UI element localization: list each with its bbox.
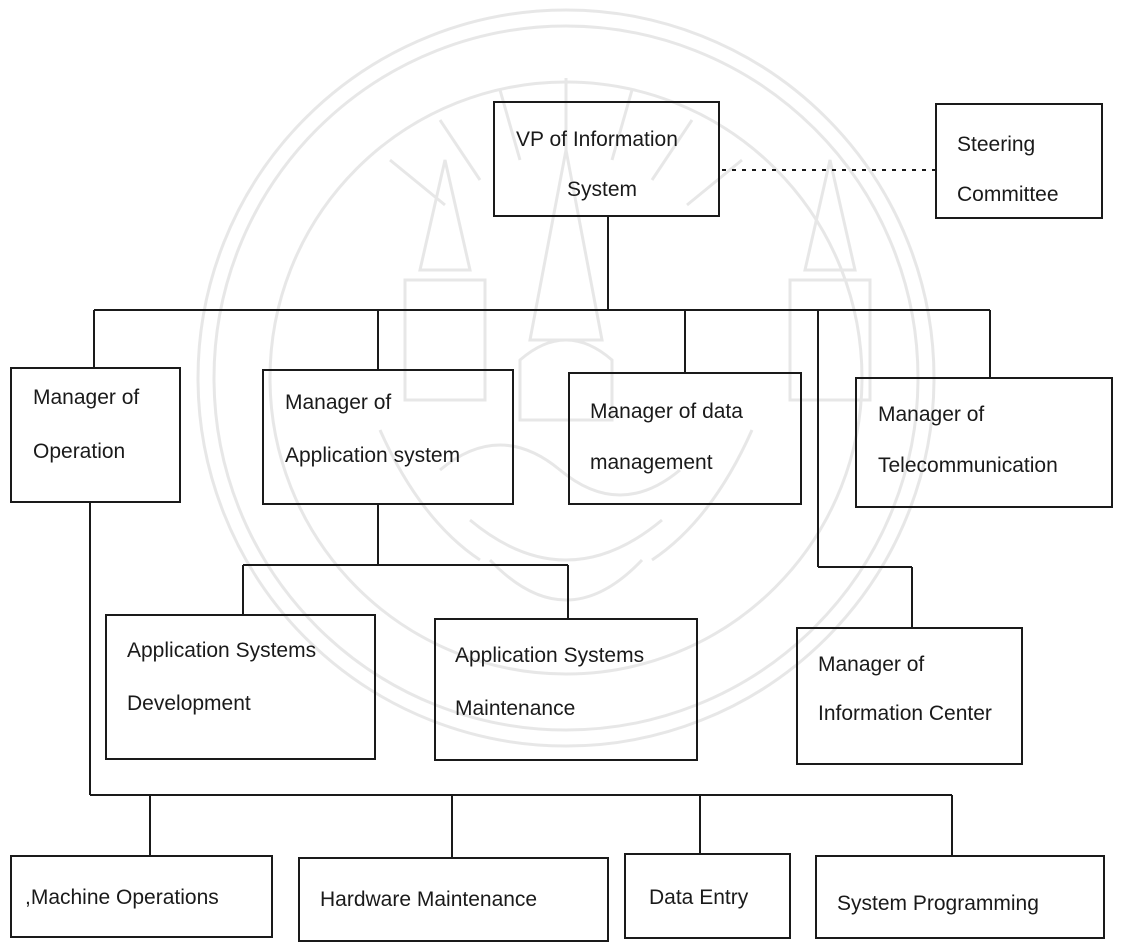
hw-maint-box (298, 857, 609, 942)
info-center-box (796, 627, 1023, 765)
application-box (262, 369, 514, 505)
app-dev-label-line1: Application Systems (127, 639, 317, 662)
telecom-label-line2: Telecommunication (878, 454, 1058, 477)
application-label-line1: Manager of (285, 391, 392, 414)
data-mgmt-label-line2: management (590, 451, 713, 474)
hw-maint-label: Hardware Maintenance (320, 888, 538, 911)
machine-ops-box (10, 855, 273, 938)
application-label-line2: Application system (285, 444, 461, 467)
sys-prog-box (815, 855, 1105, 939)
app-dev-box (105, 614, 376, 760)
app-dev-label-line2: Development (127, 692, 251, 715)
steering-label-line1: Steering (957, 133, 1036, 156)
steering-label-line2: Committee (957, 183, 1059, 206)
operation-label-line1: Manager of (33, 386, 140, 409)
data-mgmt-label-line1: Manager of data (590, 400, 743, 423)
vp-label-line1: VP of Information (516, 128, 678, 151)
info-center-label-line1: Manager of (818, 653, 925, 676)
telecom-box (855, 377, 1113, 508)
vp-box (493, 101, 720, 217)
app-maint-box (434, 618, 698, 761)
data-mgmt-box (568, 372, 802, 505)
info-center-label-line2: Information Center (818, 702, 992, 725)
sys-prog-label: System Programming (837, 892, 1039, 915)
steering-box (935, 103, 1103, 219)
data-entry-box (624, 853, 791, 939)
telecom-label-line1: Manager of (878, 403, 985, 426)
app-maint-label-line1: Application Systems (455, 644, 645, 667)
operation-box (10, 367, 181, 503)
operation-label-line2: Operation (33, 440, 126, 463)
machine-ops-label: ,Machine Operations (25, 886, 219, 909)
data-entry-label: Data Entry (649, 886, 749, 909)
app-maint-label-line2: Maintenance (455, 697, 576, 720)
vp-label-line2: System (567, 178, 638, 201)
